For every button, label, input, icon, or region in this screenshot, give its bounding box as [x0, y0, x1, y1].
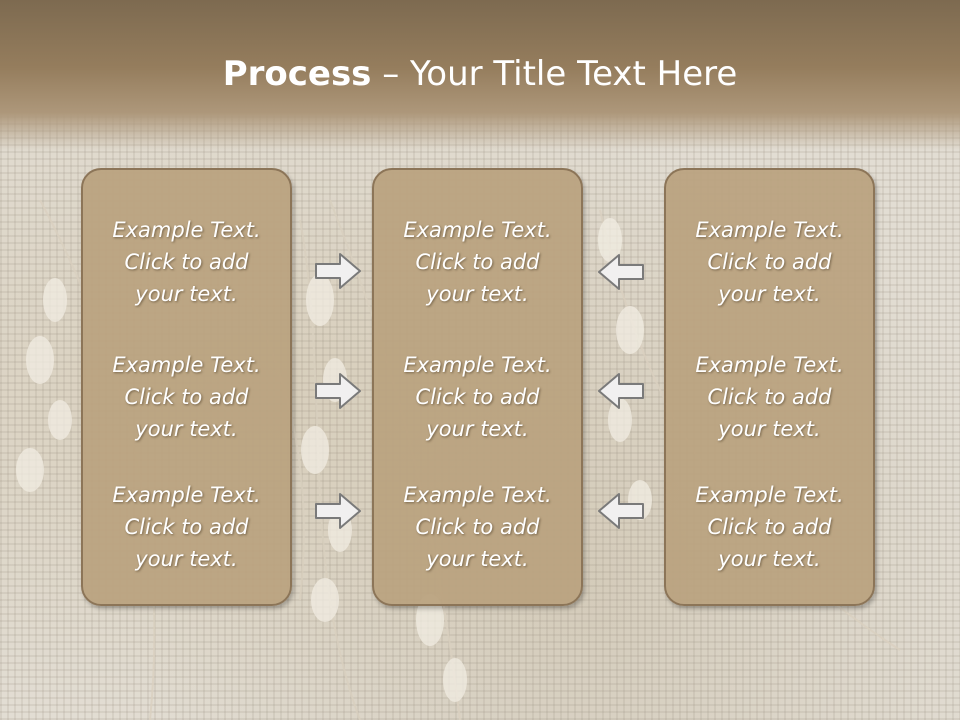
slide-title[interactable]: Process – Your Title Text Here: [0, 52, 960, 96]
text-line: your text.: [718, 417, 821, 441]
arrow-right-icon: [315, 253, 361, 289]
text-block[interactable]: Example Text. Click to add your text.: [83, 349, 290, 445]
text-line: Click to add: [415, 250, 540, 274]
text-line: your text.: [426, 417, 529, 441]
text-line: Example Text.: [403, 353, 552, 377]
text-line: your text.: [135, 282, 238, 306]
text-block[interactable]: Example Text. Click to add your text.: [83, 214, 290, 310]
text-line: Example Text.: [112, 483, 261, 507]
text-line: Example Text.: [695, 483, 844, 507]
arrow-left-icon: [598, 254, 644, 290]
text-line: Example Text.: [403, 483, 552, 507]
text-line: your text.: [426, 282, 529, 306]
text-line: Click to add: [124, 515, 249, 539]
title-band: [0, 0, 960, 150]
text-line: Example Text.: [695, 218, 844, 242]
text-block[interactable]: Example Text. Click to add your text.: [666, 349, 873, 445]
text-line: Click to add: [707, 385, 832, 409]
text-block[interactable]: Example Text. Click to add your text.: [374, 214, 581, 310]
text-line: Example Text.: [112, 353, 261, 377]
arrow-left-icon: [598, 493, 644, 529]
text-line: your text.: [135, 547, 238, 571]
text-block[interactable]: Example Text. Click to add your text.: [83, 479, 290, 575]
text-line: your text.: [135, 417, 238, 441]
left-column-box[interactable]: Example Text. Click to add your text. Ex…: [81, 168, 292, 606]
arrow-right-icon: [315, 373, 361, 409]
arrow-right-icon: [315, 493, 361, 529]
title-rest: – Your Title Text Here: [371, 54, 738, 94]
text-line: Example Text.: [403, 218, 552, 242]
text-block[interactable]: Example Text. Click to add your text.: [666, 214, 873, 310]
text-line: Click to add: [415, 515, 540, 539]
text-line: your text.: [718, 547, 821, 571]
text-line: Example Text.: [695, 353, 844, 377]
center-column-box[interactable]: Example Text. Click to add your text. Ex…: [372, 168, 583, 606]
text-line: your text.: [426, 547, 529, 571]
text-line: Example Text.: [112, 218, 261, 242]
text-block[interactable]: Example Text. Click to add your text.: [666, 479, 873, 575]
text-line: Click to add: [124, 385, 249, 409]
text-line: Click to add: [124, 250, 249, 274]
right-column-box[interactable]: Example Text. Click to add your text. Ex…: [664, 168, 875, 606]
text-line: Click to add: [707, 250, 832, 274]
text-line: your text.: [718, 282, 821, 306]
text-block[interactable]: Example Text. Click to add your text.: [374, 349, 581, 445]
title-bold: Process: [222, 54, 372, 94]
text-line: Click to add: [415, 385, 540, 409]
arrow-left-icon: [598, 373, 644, 409]
text-block[interactable]: Example Text. Click to add your text.: [374, 479, 581, 575]
text-line: Click to add: [707, 515, 832, 539]
